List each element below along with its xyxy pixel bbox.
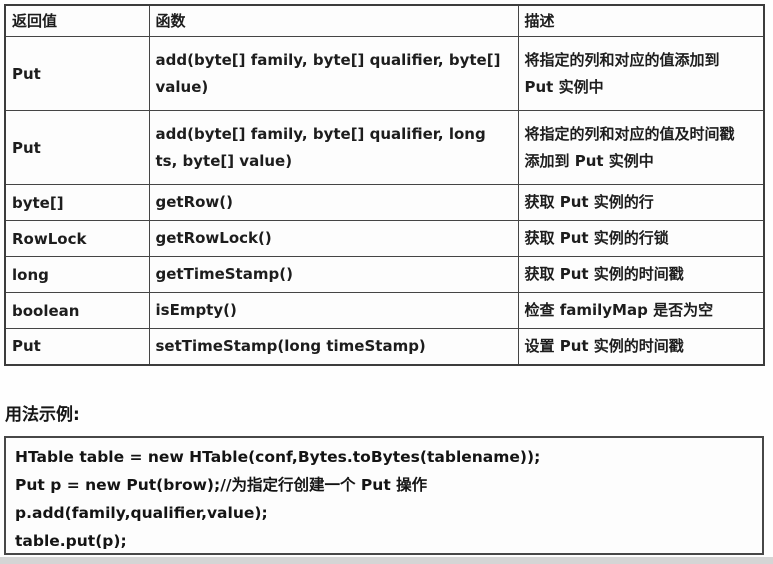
cell-return-type: long [4,256,150,293]
cell-description: 设置 Put 实例的时间戳 [517,328,765,365]
page-bottom-edge [0,557,773,564]
cell-description: 获取 Put 实例的行锁 [517,220,765,257]
code-line: p.add(family,qualifier,value); [15,504,268,522]
code-line: Put p = new Put(brow);//为指定行创建一个 Put 操作 [15,476,428,494]
cell-return-type: byte[] [4,184,150,221]
code-example-box: HTable table = new HTable(conf,Bytes.toB… [4,436,764,555]
cell-description: 获取 Put 实例的行 [517,184,765,221]
put-api-table: 返回值 函数 描述 Put add(byte[] family, byte[] … [4,4,765,366]
cell-return-type: RowLock [4,220,150,257]
table-row: long getTimeStamp() 获取 Put 实例的时间戳 [4,256,765,293]
usage-example-label: 用法示例: [5,405,80,425]
cell-description: 将指定的列和对应的值及时间戳添加到 Put 实例中 [517,110,765,185]
table-row: byte[] getRow() 获取 Put 实例的行 [4,184,765,221]
table-header-row: 返回值 函数 描述 [4,4,765,37]
cell-return-type: Put [4,110,150,185]
table-row: Put setTimeStamp(long timeStamp) 设置 Put … [4,328,765,365]
cell-function: isEmpty() [148,292,519,329]
table-row: Put add(byte[] family, byte[] qualifier,… [4,36,765,111]
cell-description: 将指定的列和对应的值添加到 Put 实例中 [517,36,765,111]
cell-function: add(byte[] family, byte[] qualifier, byt… [148,36,519,111]
table-row: boolean isEmpty() 检查 familyMap 是否为空 [4,292,765,329]
cell-function: getTimeStamp() [148,256,519,293]
cell-return-type: boolean [4,292,150,329]
header-return-type: 返回值 [4,4,150,37]
header-function: 函数 [148,4,519,37]
cell-function: setTimeStamp(long timeStamp) [148,328,519,365]
table-row: RowLock getRowLock() 获取 Put 实例的行锁 [4,220,765,257]
code-line: HTable table = new HTable(conf,Bytes.toB… [15,448,541,466]
cell-function: getRow() [148,184,519,221]
header-description: 描述 [517,4,765,37]
cell-function: add(byte[] family, byte[] qualifier, lon… [148,110,519,185]
cell-description: 获取 Put 实例的时间戳 [517,256,765,293]
table-row: Put add(byte[] family, byte[] qualifier,… [4,110,765,185]
cell-description: 检查 familyMap 是否为空 [517,292,765,329]
code-line: table.put(p); [15,532,127,550]
cell-function: getRowLock() [148,220,519,257]
cell-return-type: Put [4,328,150,365]
cell-return-type: Put [4,36,150,111]
